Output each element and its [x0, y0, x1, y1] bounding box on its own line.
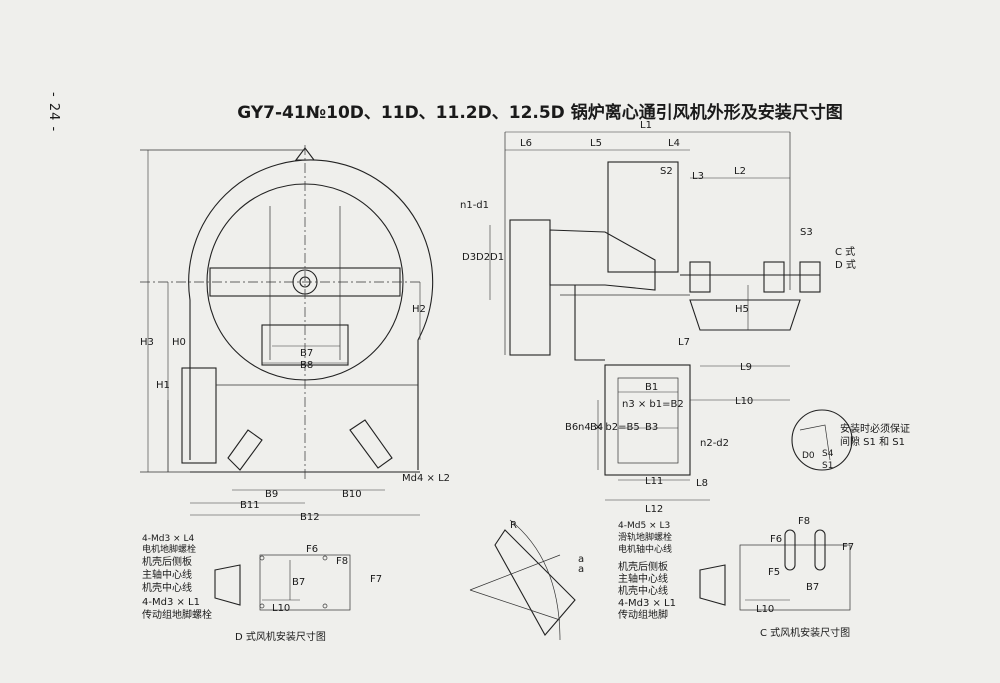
dim-L9: L9: [740, 362, 752, 373]
d-housing-axis: 机壳中心线: [142, 581, 192, 594]
outlet-flange: [181, 367, 217, 464]
detail-note-1: 安装时必须保证: [840, 422, 910, 435]
d-main-axis: 主轴中心线: [142, 568, 192, 581]
dim-B6: B6: [565, 422, 578, 433]
dim-B8: B8: [300, 360, 313, 371]
c-F6: F6: [770, 534, 782, 545]
right-foot: [349, 419, 393, 469]
dim-H1: H1: [156, 380, 170, 391]
c-main-axis: 主轴中心线: [618, 572, 668, 585]
c-F7: F7: [842, 542, 854, 553]
page-number: - 24 -: [46, 92, 61, 133]
drawing-title: GY7-41№10D、11D、11.2D、12.5D 锅炉离心通引风机外形及安装…: [237, 103, 843, 123]
d-F6: F6: [306, 544, 318, 555]
dim-S2: S2: [660, 166, 673, 177]
c-caption: C 式风机安装尺寸图: [760, 626, 850, 639]
cone-R: R: [510, 520, 517, 531]
dim-H2: H2: [412, 304, 426, 315]
left-foot: [227, 429, 263, 471]
housing-side: [607, 161, 679, 273]
d-drive-bolt: 传动组地脚螺栓: [142, 608, 212, 621]
dim-S3: S3: [800, 227, 813, 238]
dim-L4: L4: [668, 138, 680, 149]
dim-H5: H5: [735, 304, 749, 315]
d-md3-l4: 4-Md3 × L4: [142, 534, 194, 544]
dim-Md4-L2: Md4 × L2: [402, 473, 450, 484]
c-L10: L10: [756, 604, 774, 615]
d-caption: D 式风机安装尺寸图: [235, 630, 326, 643]
dim-L6: L6: [520, 138, 532, 149]
label-c-type: C 式: [835, 245, 855, 258]
coupling: [799, 261, 821, 293]
c-motor-axis: 电机轴中心线: [618, 543, 672, 555]
d-L10: L10: [272, 603, 290, 614]
dim-B3: B3: [645, 422, 658, 433]
dim-D3: D3: [462, 252, 476, 263]
dim-B9: B9: [265, 489, 278, 500]
cone-a-1: a: [578, 554, 584, 565]
detail-D0: D0: [802, 451, 815, 461]
dim-D2: D2: [476, 252, 490, 263]
bearing-support: [689, 299, 801, 331]
inlet-box: [509, 219, 551, 356]
dim-L1: L1: [640, 120, 652, 131]
c-rail-bolt: 滑轨地脚螺栓: [618, 531, 672, 543]
dim-B12: B12: [300, 512, 320, 523]
dim-L12: L12: [645, 504, 663, 515]
dim-L5: L5: [590, 138, 602, 149]
c-drive-foot: 传动组地脚: [618, 608, 668, 621]
cone-a-2: a: [578, 564, 584, 575]
dim-H3: H3: [140, 337, 154, 348]
d-plan: [214, 554, 351, 611]
c-md3-l1: 4-Md3 × L1: [618, 598, 676, 609]
dim-L2: L2: [734, 166, 746, 177]
c-housing-axis: 机壳中心线: [618, 584, 668, 597]
dim-L7: L7: [678, 337, 690, 348]
d-B7: B7: [292, 577, 305, 588]
dim-B7: B7: [300, 348, 313, 359]
detail-note-2: 间隙 S1 和 S1: [840, 435, 905, 448]
d-F7: F7: [370, 574, 382, 585]
c-plan: [699, 529, 851, 611]
front-view: [140, 145, 434, 516]
bearing-2: [763, 261, 785, 293]
dim-B1: B1: [645, 382, 658, 393]
volute-outline: [188, 159, 434, 470]
c-F8: F8: [798, 516, 810, 527]
label-d-type: D 式: [835, 258, 856, 271]
c-F5: F5: [768, 567, 780, 578]
dim-D1: D1: [490, 252, 504, 263]
dim-n2-d2: n2-d2: [700, 438, 729, 449]
dim-L8: L8: [696, 478, 708, 489]
d-md3-l1: 4-Md3 × L1: [142, 597, 200, 608]
dim-H0: H0: [172, 337, 186, 348]
detail-S4: S4: [822, 449, 834, 459]
dim-n1-d1: n1-d1: [460, 200, 489, 211]
inlet-cone: [549, 229, 656, 291]
cone-detail: [469, 519, 576, 641]
bearing-1: [689, 261, 711, 293]
dim-B10: B10: [342, 489, 362, 500]
detail-S1: S1: [822, 461, 833, 471]
dim-B4: B4: [590, 422, 603, 433]
dim-B11: B11: [240, 500, 260, 511]
dim-L10: L10: [735, 396, 753, 407]
side-view: [489, 131, 821, 501]
dim-L3: L3: [692, 171, 704, 182]
c-housing-plate: 机壳后侧板: [618, 560, 668, 573]
outlet-duct: [604, 364, 691, 476]
dim-n4-b2: n4 × b2=B5: [578, 422, 640, 433]
c-md5-l3: 4-Md5 × L3: [618, 521, 670, 531]
c-B7: B7: [806, 582, 819, 593]
d-F8: F8: [336, 556, 348, 567]
d-motor-bolt: 电机地脚螺栓: [142, 543, 196, 555]
gap-detail-circle: [791, 409, 853, 471]
dim-L11: L11: [645, 476, 663, 487]
d-housing-plate: 机壳后侧板: [142, 555, 192, 568]
dim-n3-b1: n3 × b1=B2: [622, 399, 684, 410]
